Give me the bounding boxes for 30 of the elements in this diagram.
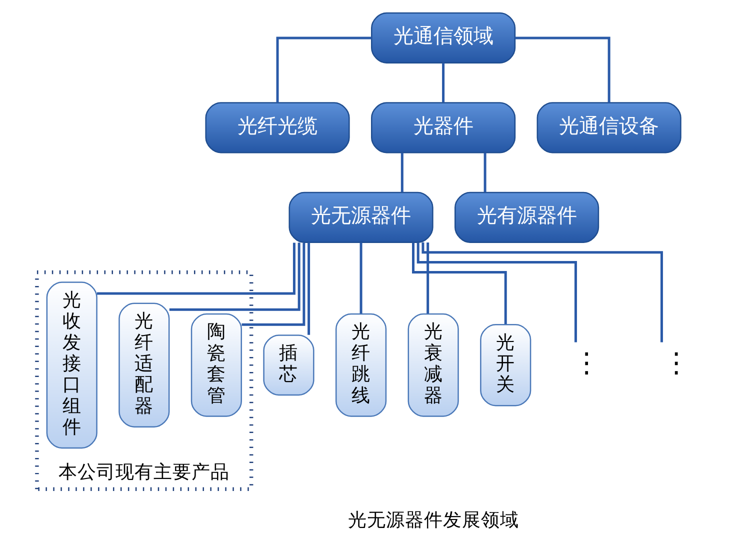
- connector: [360, 242, 362, 314]
- connector: [484, 152, 486, 192]
- connector: [515, 36, 610, 103]
- node-box: 光纤跳线: [335, 313, 387, 417]
- node-box: 光通信领域: [371, 12, 516, 64]
- label: 光无源器件发展领域: [348, 510, 519, 531]
- connector: [412, 242, 507, 324]
- node-box: 光有源器件: [454, 192, 600, 243]
- node-text: ⋮: [662, 348, 690, 380]
- connector: [308, 242, 310, 335]
- connector: [422, 242, 663, 342]
- node-box: 插芯: [263, 334, 314, 396]
- connector: [442, 62, 445, 102]
- node-box: 光器件: [371, 102, 516, 154]
- connector: [96, 242, 296, 295]
- connector: [416, 242, 577, 342]
- connector: [426, 242, 430, 314]
- node-box: 光衰减器: [408, 313, 459, 417]
- node-box: 光纤光缆: [205, 102, 350, 154]
- connector: [242, 242, 306, 326]
- node-text: ⋮: [572, 348, 600, 380]
- connector: [276, 36, 372, 103]
- connector: [169, 242, 300, 311]
- node-box: 光通信设备: [536, 102, 682, 154]
- node-box: 光无源器件: [288, 192, 434, 243]
- node-box: 陶瓷套管: [190, 313, 242, 417]
- node-box: 光收发接口组件: [46, 282, 98, 449]
- connector: [400, 152, 404, 192]
- node-box: 光纤适配器: [118, 302, 170, 428]
- node-box: 光开关: [480, 324, 532, 406]
